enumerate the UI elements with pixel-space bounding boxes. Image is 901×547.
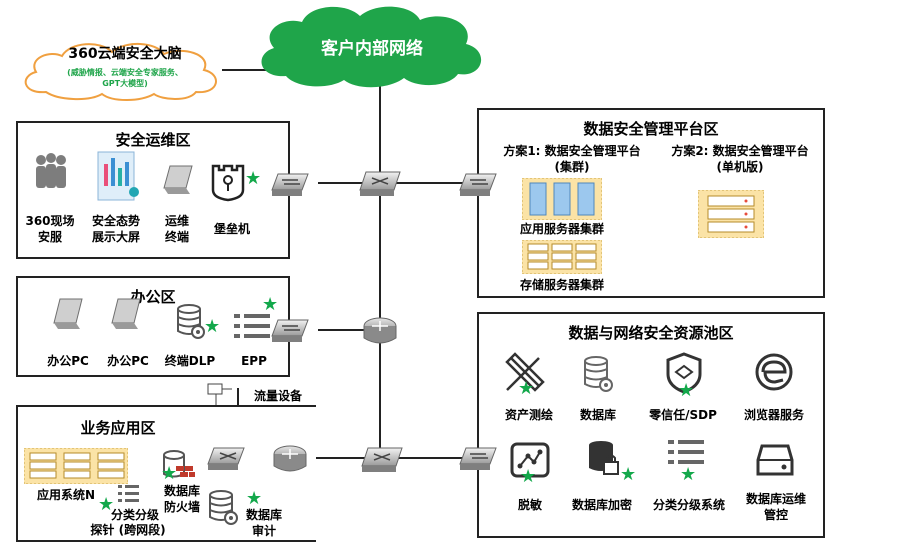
laptop-icon: [163, 165, 193, 194]
pool-item-7-label-2: 管控: [763, 508, 788, 522]
security-resource-pool-zone: 数据与网络安全资源池区: [477, 312, 825, 538]
probe-label-1: 分类分级: [110, 508, 159, 522]
switch-icon: [361, 447, 403, 472]
desensitize-icon: [510, 442, 550, 478]
pool-zone-title: 数据与网络安全资源池区: [568, 324, 734, 342]
ops-item-0-l2: 安服: [37, 230, 62, 244]
switch-icon: [359, 171, 401, 196]
list-icon: [668, 440, 704, 464]
star-icon: ★: [246, 488, 263, 509]
switch-icon: [207, 447, 245, 470]
plan1-label-1: 方案1: 数据安全管理平台: [503, 144, 641, 158]
app-system-servers-icon: [24, 448, 128, 484]
cloud-360-subtitle-1: (威胁情报、云端安全专家服务、: [67, 68, 183, 77]
office-item-1-label: 办公PC: [107, 354, 149, 368]
pool-item-0-label: 资产测绘: [504, 408, 553, 422]
cloud-360-shape: [24, 43, 217, 101]
office-item-2-label: 终端DLP: [164, 354, 216, 368]
database-eye-icon: [584, 356, 613, 392]
pool-item-5-label: 数据库加密: [571, 498, 632, 512]
dashboard-screen-icon: [97, 151, 139, 201]
db-audit-label-1: 数据库: [245, 508, 282, 522]
cloud-internal-shape: [261, 6, 482, 88]
pool-item-3-label: 浏览器服务: [743, 408, 804, 422]
plan1-label-2: (集群): [554, 160, 590, 174]
switch-icon: [459, 447, 497, 470]
list-icon: [234, 314, 270, 338]
ops-item-2-l2: 终端: [164, 230, 189, 244]
browser-icon: [755, 353, 793, 391]
pool-item-7-label-1: 数据库运维: [745, 492, 806, 506]
laptop-icon: [53, 298, 83, 329]
star-icon: ★: [262, 294, 279, 315]
star-icon: ★: [678, 380, 695, 401]
star-icon: ★: [161, 463, 178, 484]
list-icon: [118, 485, 139, 502]
app-cluster-label: 应用服务器集群: [519, 222, 604, 236]
drive-icon: [756, 444, 794, 476]
shield-icon: [666, 352, 702, 394]
database-firewall-icon: [163, 450, 195, 478]
security-ops-zone: 安全运维区: [16, 121, 290, 259]
people-icon: [36, 153, 66, 188]
pool-item-6-label: 分类分级系统: [652, 498, 725, 512]
app-system-label: 应用系统N: [36, 488, 96, 502]
pencil-ruler-icon: [505, 352, 545, 392]
cloud-internal-title: 客户内部网络: [321, 39, 423, 59]
db-audit-label-2: 审计: [251, 524, 276, 538]
ops-item-1-l1: 安全态势: [91, 214, 140, 228]
database-eye-icon: [177, 304, 205, 339]
ops-item-1-l2: 展示大屏: [91, 230, 140, 244]
db-firewall-label-1: 数据库: [163, 484, 200, 498]
star-icon: ★: [518, 378, 535, 399]
mgmt-zone-title: 数据安全管理平台区: [583, 120, 719, 138]
database-lock-icon: [589, 441, 619, 475]
pool-item-1-label: 数据库: [579, 408, 616, 422]
app-server-cluster-icon: [522, 178, 602, 220]
laptop-icon: [111, 298, 141, 329]
star-icon: ★: [204, 316, 221, 337]
cloud-360-title: 360云端安全大脑: [68, 46, 182, 62]
standalone-server-icon: [698, 190, 764, 238]
star-icon: ★: [680, 464, 697, 485]
flow-device-label: 流量设备: [254, 389, 303, 403]
ops-item-2-l1: 运维: [164, 214, 189, 228]
security-ops-zone-title: 安全运维区: [115, 131, 191, 149]
db-firewall-label-2: 防火墙: [163, 500, 200, 514]
switch-icon: [459, 173, 497, 196]
star-icon: ★: [620, 464, 637, 485]
star-icon: ★: [98, 494, 115, 515]
cloud-360-subtitle-2: GPT大模型): [102, 79, 148, 88]
storage-server-cluster-icon: [522, 240, 602, 274]
plan2-label-2: (单机版): [716, 160, 764, 174]
office-item-0-label: 办公PC: [47, 354, 89, 368]
plan2-label-1: 方案2: 数据安全管理平台: [671, 144, 809, 158]
probe-label-2: 探针 (跨网段): [90, 523, 166, 537]
star-icon: ★: [245, 168, 262, 189]
router-icon: [363, 317, 397, 344]
bastion-icon: [211, 164, 245, 202]
database-eye-icon: [209, 490, 238, 525]
switch-icon: [271, 173, 309, 196]
office-item-3-label: EPP: [241, 354, 267, 368]
pool-item-4-label: 脱敏: [517, 498, 542, 512]
ops-item-3-label: 堡垒机: [213, 222, 250, 236]
office-zone-title: 办公区: [130, 288, 176, 306]
storage-cluster-label: 存储服务器集群: [519, 278, 604, 292]
star-icon: ★: [520, 466, 537, 487]
switch-icon: [271, 319, 309, 342]
pool-item-2-label: 零信任/SDP: [649, 408, 717, 422]
ops-item-0-l1: 360现场: [25, 214, 75, 228]
business-app-zone-title: 业务应用区: [80, 419, 156, 437]
router-icon: [273, 445, 307, 472]
